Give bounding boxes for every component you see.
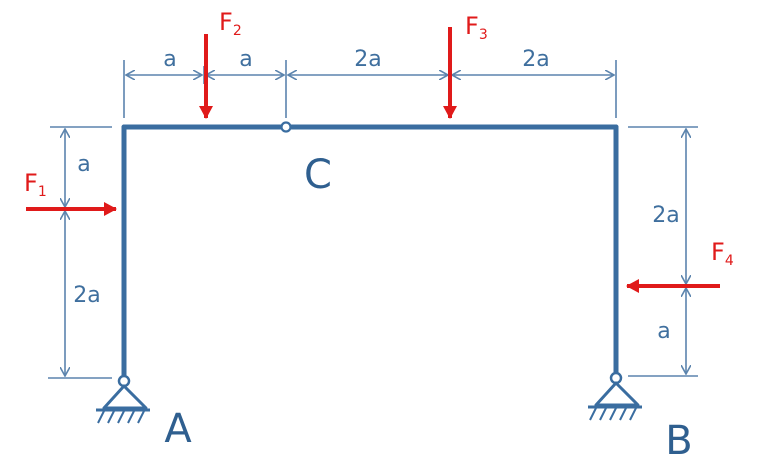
svg-text:F2: F2 bbox=[219, 8, 242, 39]
force-F4: F4 bbox=[626, 238, 734, 293]
dim-top-4: 2a bbox=[522, 47, 549, 72]
svg-text:F4: F4 bbox=[711, 238, 734, 269]
svg-text:F1: F1 bbox=[24, 169, 47, 200]
point-label-C: C bbox=[304, 152, 332, 198]
pin-support-icon bbox=[588, 371, 642, 421]
right-dimensions: 2a a bbox=[628, 126, 698, 377]
force-F3: F3 bbox=[443, 12, 488, 119]
top-dimensions: a a 2a 2a bbox=[123, 47, 617, 118]
force-F1-label: F bbox=[24, 169, 38, 197]
force-F4-subscript: 4 bbox=[725, 253, 734, 269]
force-F1-subscript: 1 bbox=[38, 184, 47, 200]
dim-top-1: a bbox=[163, 47, 176, 72]
force-F4-label: F bbox=[711, 238, 725, 266]
force-F2-subscript: 2 bbox=[233, 23, 242, 39]
point-label-A: A bbox=[164, 406, 192, 452]
force-F1: F1 bbox=[24, 169, 117, 216]
dim-right-1: 2a bbox=[652, 203, 679, 228]
hinge-icon bbox=[280, 121, 292, 133]
frame-members bbox=[121, 124, 619, 381]
dim-top-3: 2a bbox=[354, 47, 381, 72]
dim-right-2: a bbox=[657, 319, 670, 344]
pin-support-icon bbox=[96, 374, 150, 424]
point-label-B: B bbox=[665, 418, 692, 464]
force-F3-label: F bbox=[465, 12, 479, 40]
force-F3-subscript: 3 bbox=[479, 27, 488, 43]
dim-left-1: a bbox=[77, 152, 90, 177]
dim-left-2: 2a bbox=[73, 283, 100, 308]
left-dimensions: a 2a bbox=[48, 126, 112, 379]
force-F2-label: F bbox=[219, 8, 233, 36]
force-F2: F2 bbox=[199, 8, 242, 119]
svg-text:F3: F3 bbox=[465, 12, 488, 43]
dim-top-2: a bbox=[239, 47, 252, 72]
